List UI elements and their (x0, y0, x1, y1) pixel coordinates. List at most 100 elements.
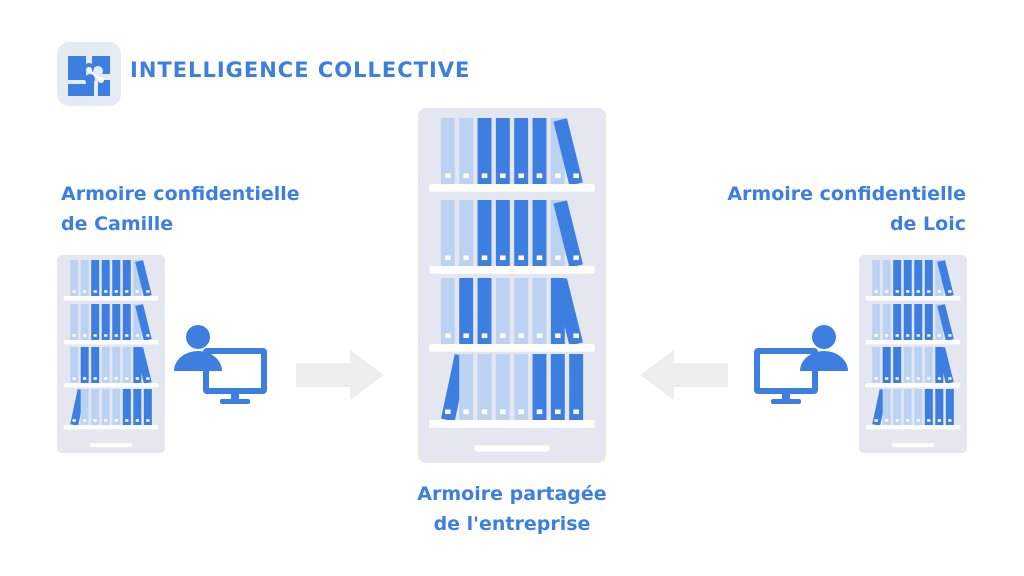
binder (532, 118, 547, 184)
binder-label (536, 409, 543, 415)
binder (935, 260, 944, 296)
shelf (429, 266, 595, 274)
binder (133, 347, 142, 383)
binder (935, 347, 944, 383)
binder-label (463, 173, 469, 179)
binder (112, 304, 121, 340)
binder-label (906, 290, 910, 293)
binder (935, 304, 944, 340)
binder-label (114, 377, 118, 380)
label-line: Armoire partagée (417, 483, 607, 505)
binder-label (500, 333, 506, 339)
binder-label (948, 334, 952, 337)
binder-label (445, 333, 451, 339)
binder-label (906, 377, 910, 380)
binder (440, 118, 455, 184)
binder (495, 118, 510, 184)
shelf (865, 340, 961, 345)
binder (937, 260, 954, 297)
binder (70, 347, 79, 383)
binder-label (445, 409, 451, 415)
binder-label (104, 419, 108, 422)
binder-label (518, 255, 524, 261)
binder-label (125, 419, 129, 422)
binder (91, 260, 100, 296)
binder-label (895, 290, 899, 293)
binder-label (555, 173, 561, 179)
binder-label (481, 173, 488, 179)
binder (914, 389, 923, 425)
binder (477, 200, 492, 266)
binder-label (573, 333, 579, 339)
binder-label (72, 290, 76, 293)
binder-label (83, 377, 87, 380)
binder (495, 354, 510, 420)
binder-label (93, 290, 97, 293)
binder-label (885, 334, 889, 337)
binder (70, 260, 79, 296)
binder (945, 389, 954, 425)
binder (924, 347, 933, 383)
shelf (63, 425, 159, 430)
binder (101, 260, 110, 296)
binder (133, 304, 142, 340)
binder-label (463, 255, 469, 261)
shelf (865, 383, 961, 388)
binder-label (927, 334, 931, 337)
user-at-computer-icon-left (174, 325, 267, 404)
binder-label (916, 334, 920, 337)
label-line: de l'entreprise (433, 513, 591, 535)
binder (133, 260, 142, 296)
binder (903, 389, 912, 425)
binder-label (114, 419, 118, 422)
binder-label (93, 377, 97, 380)
binder-label (481, 409, 488, 415)
binder-label (927, 290, 931, 293)
binder (495, 278, 510, 344)
shelf (429, 344, 595, 352)
binder-label (895, 377, 899, 380)
shelf (865, 425, 961, 430)
binder (532, 354, 547, 420)
binder-label (536, 173, 543, 179)
binder (440, 278, 455, 344)
binder-label (83, 334, 87, 337)
binder-label (937, 419, 941, 422)
shelf (63, 383, 159, 388)
label-line: de Camille (61, 213, 174, 235)
binder-label (895, 419, 899, 422)
binder-label (885, 290, 889, 293)
binder (80, 304, 89, 340)
cabinet-handle (891, 443, 935, 448)
binder (914, 260, 923, 296)
binder (882, 260, 891, 296)
binder (872, 260, 881, 296)
binder (459, 354, 474, 420)
binder (91, 304, 100, 340)
binder-label (885, 377, 889, 380)
binder-label (125, 377, 129, 380)
cabinet-loic (859, 255, 967, 453)
binder-label (948, 419, 952, 422)
binder (495, 200, 510, 266)
binder-label (937, 334, 941, 337)
arrow-left-icon (640, 350, 728, 400)
binder (903, 260, 912, 296)
binder-label (83, 419, 87, 422)
binder-label (518, 409, 524, 415)
binder (924, 304, 933, 340)
binder (459, 200, 474, 266)
binder (882, 389, 891, 425)
binder-label (481, 333, 488, 339)
binder (135, 304, 152, 341)
binder-label (948, 290, 952, 293)
binder (135, 347, 152, 384)
binder-label (927, 419, 931, 422)
binder-label (481, 255, 488, 261)
binder-label (445, 255, 451, 261)
cabinet-camille (57, 255, 165, 453)
binder (514, 354, 529, 420)
binder-label (83, 290, 87, 293)
binder-label (948, 377, 952, 380)
